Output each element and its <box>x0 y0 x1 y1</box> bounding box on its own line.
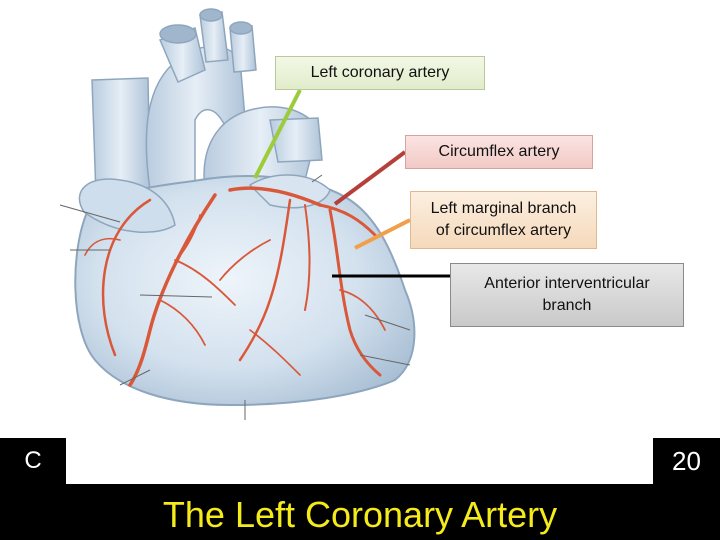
label-text: Left coronary artery <box>310 64 450 81</box>
carotid-opening <box>199 8 223 22</box>
brachiocephalic-opening <box>159 24 197 44</box>
label-text-line2: branch <box>542 297 592 314</box>
circumflex-branch <box>318 203 377 237</box>
diagonal-branch-2 <box>304 204 311 311</box>
label-left-coronary-artery: Left coronary artery <box>275 56 485 90</box>
coronary-arteries <box>84 186 386 387</box>
label-text-line1: Anterior interventricular <box>484 275 650 292</box>
small-branch-7 <box>174 214 201 263</box>
leader-marginal <box>354 218 411 250</box>
small-branch-4 <box>339 289 386 331</box>
leader-left-coronary <box>253 89 302 179</box>
page-number: 20 <box>653 438 720 484</box>
label-circumflex-artery: Circumflex artery <box>405 135 593 169</box>
diagonal-branch-1 <box>238 198 292 362</box>
left-coronary-trunk <box>228 186 322 207</box>
right-auricle <box>78 178 176 233</box>
small-branch-5 <box>249 329 301 376</box>
heart-illustration <box>59 8 450 420</box>
superior-vena-cava <box>91 77 151 197</box>
label-anterior-interventricular: Anterior interventricular branch <box>450 263 684 327</box>
left-marginal-branch <box>328 208 382 377</box>
footer-white-band <box>66 438 653 484</box>
left-pulmonary-artery <box>269 117 323 163</box>
small-branch-1 <box>174 259 236 306</box>
panel-letter: C <box>0 438 66 484</box>
heart-body <box>74 175 416 407</box>
right-branch <box>101 198 152 357</box>
heart-drawing <box>59 8 450 420</box>
label-text: Circumflex artery <box>438 143 560 160</box>
small-branch-2 <box>159 299 206 346</box>
slide-title: The Left Coronary Artery <box>162 494 558 535</box>
label-left-marginal-branch: Left marginal branch of circumflex arter… <box>410 191 597 249</box>
great-vessels <box>91 8 323 201</box>
small-branch-3 <box>219 239 271 281</box>
small-branch-6 <box>84 237 121 256</box>
label-text-line1: Left marginal branch <box>430 200 577 217</box>
label-text-line2: of circumflex artery <box>435 222 572 239</box>
subclavian-opening <box>229 21 253 35</box>
original-pointer-lines <box>59 174 411 420</box>
leader-circumflex <box>333 150 407 206</box>
anterior-interventricular <box>128 193 217 387</box>
